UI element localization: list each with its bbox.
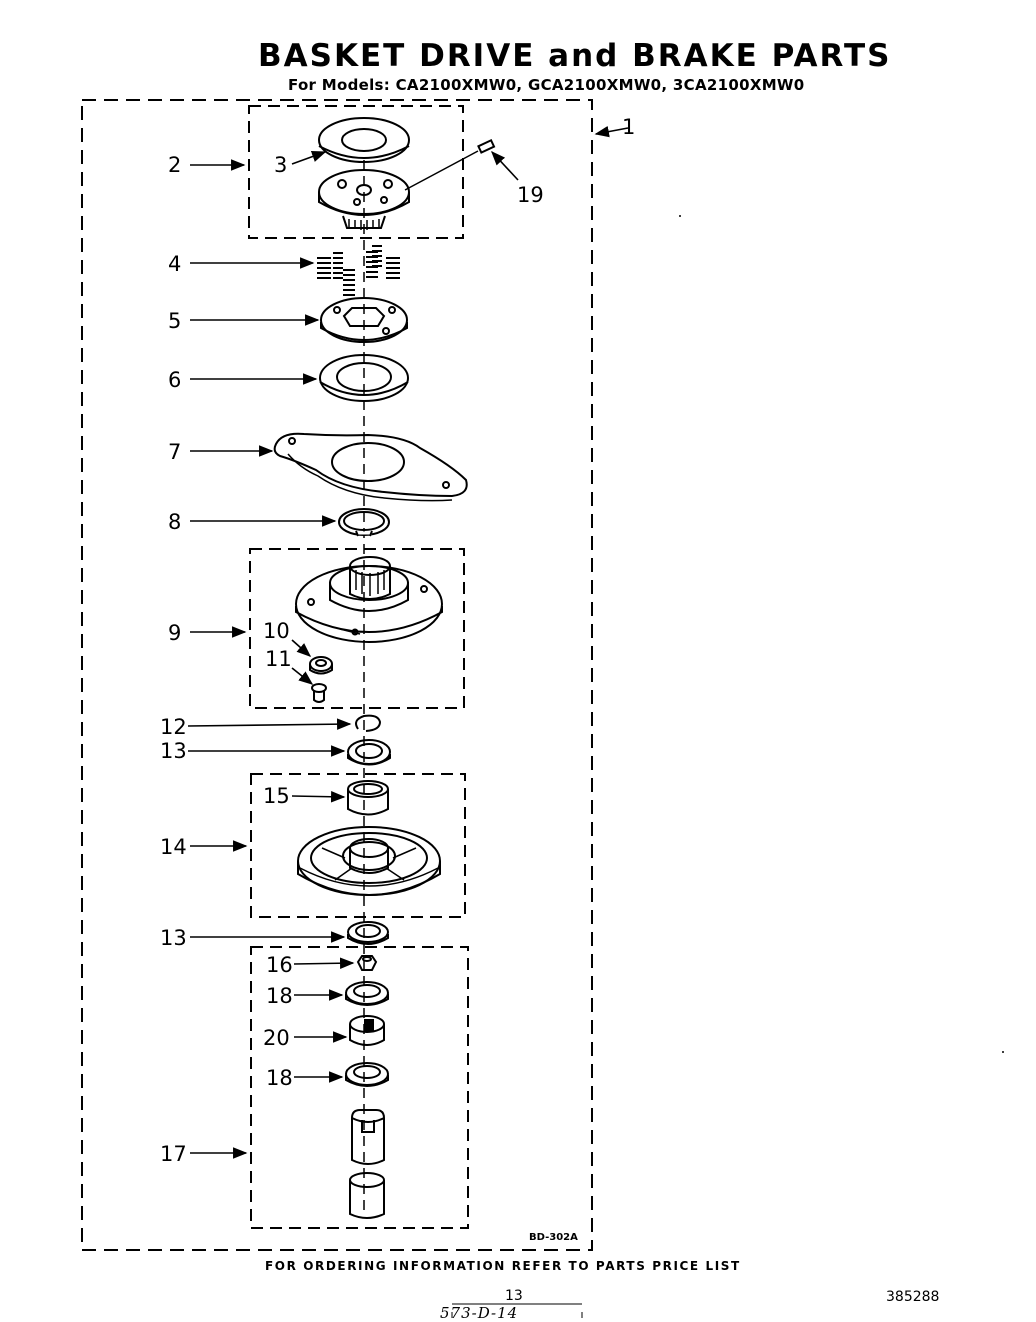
scan-specks xyxy=(679,215,1004,1053)
part-18-bearing-lower xyxy=(345,1062,389,1087)
part-13-washer-lower xyxy=(347,921,389,945)
callout-3: 3 xyxy=(274,153,287,177)
subassembly-box-9 xyxy=(249,548,465,709)
part-8-retaining-ring xyxy=(338,508,390,537)
document-number: 385288 xyxy=(886,1289,940,1305)
subassembly-box-2 xyxy=(248,105,464,239)
callout-12: 12 xyxy=(160,715,187,739)
part-16-cap xyxy=(356,955,378,971)
assembly-frame xyxy=(81,99,593,1251)
subassembly-box-14 xyxy=(250,773,466,918)
part-13-washer-upper xyxy=(347,739,391,766)
callout-18-lower: 18 xyxy=(266,1066,293,1090)
models-subtitle: For Models: CA2100XMW0, GCA2100XMW0, 3CA… xyxy=(288,76,805,94)
part-18-bearing-upper xyxy=(345,981,389,1006)
callout-2: 2 xyxy=(168,153,181,177)
part-10-nut xyxy=(309,656,333,675)
page-title: BASKET DRIVE and BRAKE PARTS xyxy=(258,38,892,74)
callout-9: 9 xyxy=(168,621,181,645)
callout-14: 14 xyxy=(160,835,187,859)
part-15-bearing xyxy=(347,780,389,816)
subassembly-box-17 xyxy=(250,946,469,1229)
callout-5: 5 xyxy=(168,309,181,333)
leader-arrows xyxy=(187,125,629,1159)
part-9-brake-housing xyxy=(295,556,443,643)
callout-1: 1 xyxy=(622,115,635,139)
callout-20: 20 xyxy=(263,1026,290,1050)
callout-4: 4 xyxy=(168,252,181,276)
part-2-drive-hub xyxy=(318,169,410,230)
page-number: 13 xyxy=(505,1288,523,1304)
part-17-shaft xyxy=(349,1109,386,1219)
callout-6: 6 xyxy=(168,368,181,392)
callout-13-upper: 13 xyxy=(160,739,187,763)
part-3-washer xyxy=(318,117,410,163)
part-19-pin xyxy=(477,138,496,154)
part-12-snap-ring xyxy=(355,714,382,732)
part-4-springs xyxy=(317,245,400,296)
callout-15: 15 xyxy=(263,784,290,808)
part-20-bushing xyxy=(349,1015,385,1046)
callout-11: 11 xyxy=(265,647,292,671)
ordering-note: FOR ORDERING INFORMATION REFER TO PARTS … xyxy=(265,1259,741,1273)
part-11-screw xyxy=(311,683,327,703)
part-14-drive-pulley xyxy=(297,826,441,896)
part-5-brake-plate xyxy=(320,297,408,343)
part-6-brake-lining xyxy=(319,354,409,402)
callout-19: 19 xyxy=(517,183,544,207)
handwritten-note: 573-D-14 xyxy=(440,1304,519,1322)
callout-7: 7 xyxy=(168,440,181,464)
callout-13-lower: 13 xyxy=(160,926,187,950)
part-7-bracket xyxy=(273,432,468,502)
callout-16: 16 xyxy=(266,953,293,977)
callout-17: 17 xyxy=(160,1142,187,1166)
callout-10: 10 xyxy=(263,619,290,643)
callout-18-upper: 18 xyxy=(266,984,293,1008)
figure-code: BD-302A xyxy=(529,1232,578,1243)
callout-8: 8 xyxy=(168,510,181,534)
